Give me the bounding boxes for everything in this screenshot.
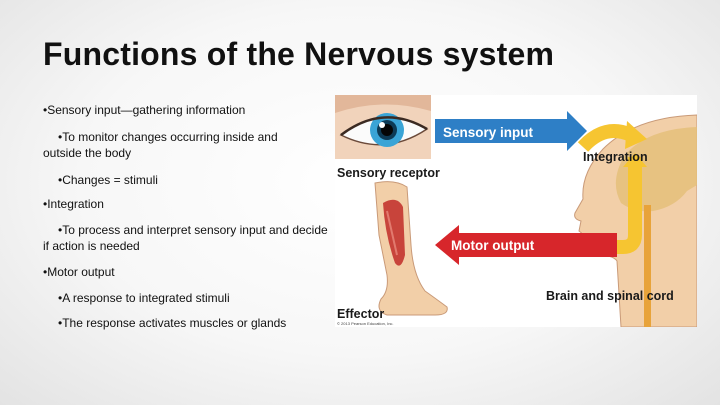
sensory-input-label: Sensory input <box>443 125 534 140</box>
brain-and-spinal-cord-label: Brain and spinal cord <box>546 289 674 303</box>
copyright-text: © 2013 Pearson Education, Inc. <box>337 321 394 326</box>
bullet-response: •A response to integrated stimuli <box>58 291 230 305</box>
motor-output-label: Motor output <box>451 238 535 253</box>
nervous-system-figure: Sensory input Motor output Integration S… <box>335 95 697 327</box>
sensory-receptor-label: Sensory receptor <box>337 166 440 180</box>
bullet-stimuli: •Changes = stimuli <box>58 173 158 187</box>
leg-image <box>374 181 448 316</box>
integration-label: Integration <box>583 150 648 164</box>
bullet-sensory-input: •Sensory input—gathering information <box>43 103 246 117</box>
slide-title: Functions of the Nervous system <box>43 36 555 72</box>
bullet-motor-output: •Motor output <box>43 265 115 279</box>
integration-loop-arrow <box>577 121 647 254</box>
effector-label: Effector <box>337 307 384 321</box>
bullet-activates-muscles: •The response activates muscles or gland… <box>58 316 287 330</box>
motor-output-arrow <box>435 225 617 265</box>
bullet-monitor-changes: •To monitor changes occurring inside and… <box>43 130 278 160</box>
sensory-input-arrow <box>435 111 587 151</box>
bullet-integration: •Integration <box>43 197 104 211</box>
eye-image <box>335 95 431 159</box>
bullet-process-interpret: •To process and interpret sensory input … <box>43 223 328 253</box>
